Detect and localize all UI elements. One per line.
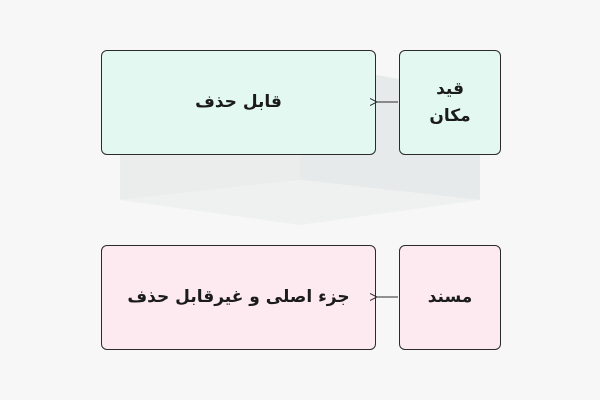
source-label-line1: قید — [436, 79, 464, 100]
source-label-line2: مکان — [429, 105, 471, 126]
source-label-stack: قید مکان — [429, 76, 470, 129]
target-label-essential-part: جزء اصلی و غیرقابل حذف — [127, 287, 350, 308]
source-box-predicate: مسند — [399, 245, 501, 350]
target-box-removable: قابل حذف — [101, 50, 376, 155]
source-box-adverb-of-place: قید مکان — [399, 50, 501, 155]
target-box-essential-part: جزء اصلی و غیرقابل حذف — [101, 245, 376, 350]
target-label-removable: قابل حذف — [195, 92, 282, 113]
source-label-predicate: مسند — [427, 287, 473, 308]
